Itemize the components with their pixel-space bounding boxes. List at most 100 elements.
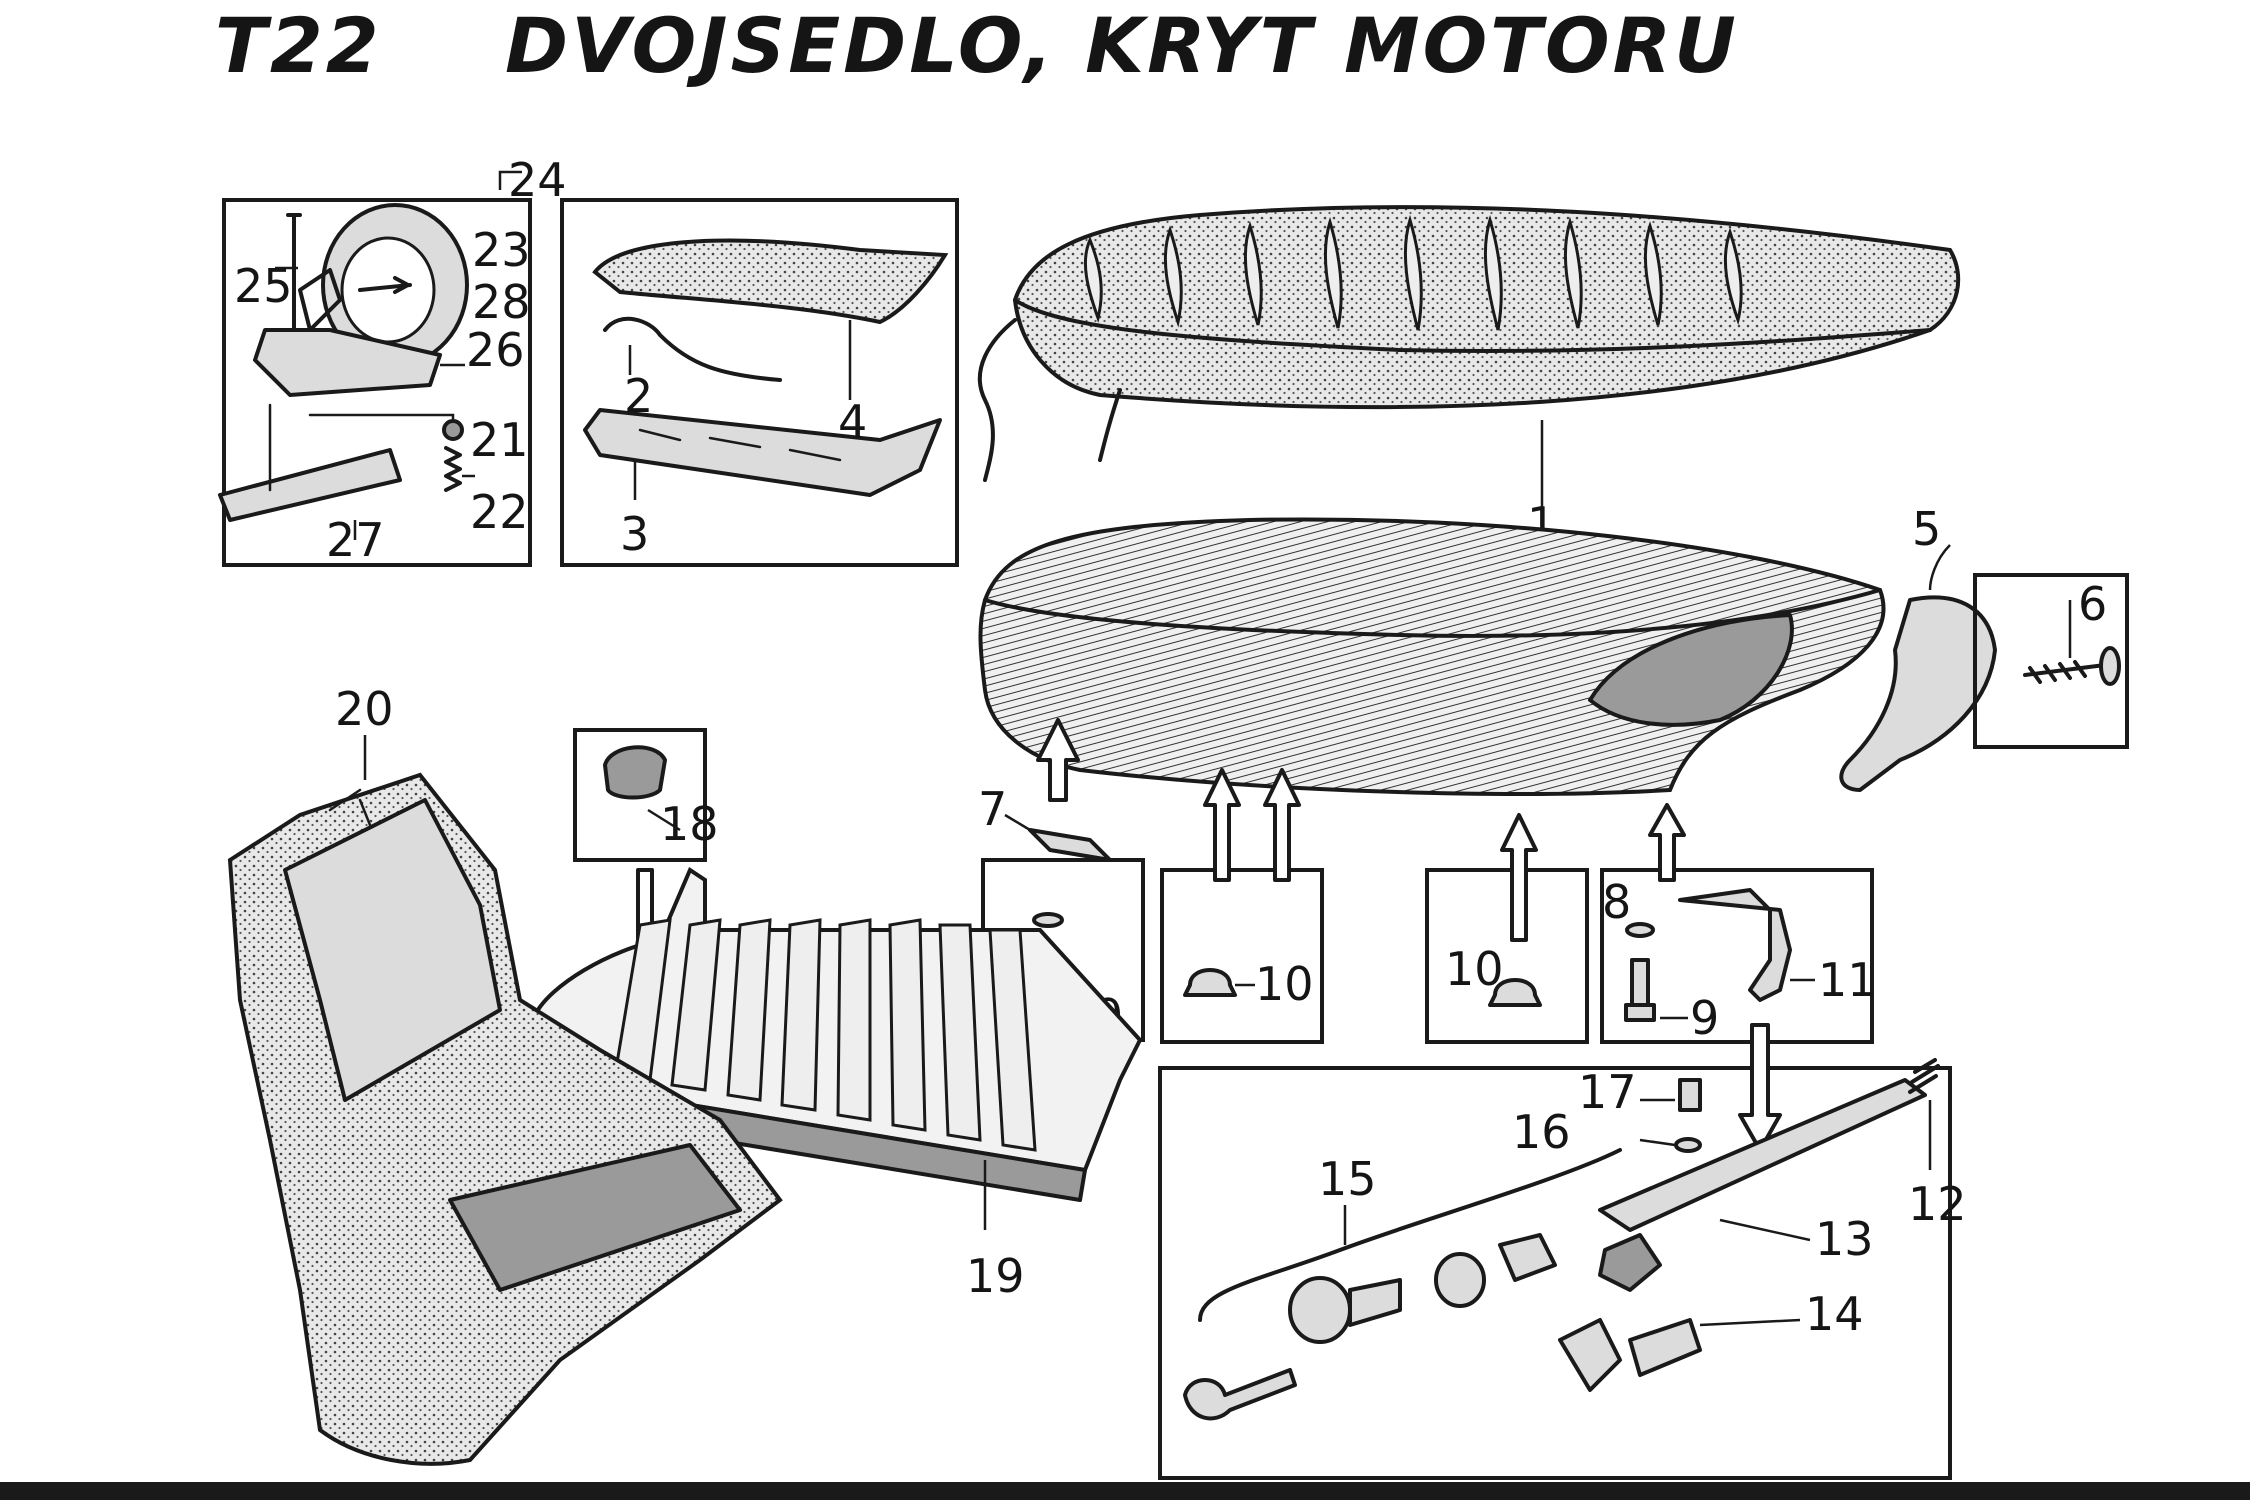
inset-frame-lock-assembly <box>1158 1066 1952 1480</box>
callout-15: 15 <box>1318 1152 1377 1206</box>
callout-13: 13 <box>1815 1212 1874 1266</box>
inset-frame-rubber-10a <box>1160 868 1324 1044</box>
arrow-up-4 <box>1500 813 1538 942</box>
arrow-down-3 <box>1738 1023 1782 1152</box>
callout-14: 14 <box>1805 1287 1864 1341</box>
leader-5 <box>1928 544 1951 591</box>
side-panel-shelf <box>448 1143 742 1292</box>
seat-foam-part <box>592 238 949 325</box>
inset-frame-base <box>560 198 959 567</box>
leader-24 <box>498 170 522 190</box>
callout-2: 2 <box>624 369 653 423</box>
bracket-part-7 <box>1028 828 1112 862</box>
callout-28: 28 <box>472 275 531 329</box>
leader-14 <box>1699 1318 1801 1327</box>
lock-base-part <box>253 328 442 397</box>
arrow-up-1 <box>1036 718 1080 802</box>
leader-13 <box>1719 1218 1811 1242</box>
leader-16 <box>1639 1138 1676 1147</box>
washer-part-8b <box>1625 922 1655 938</box>
callout-20: 20 <box>335 682 394 736</box>
lock-barrel-body <box>1348 1278 1402 1327</box>
callout-3: 3 <box>620 507 649 561</box>
callout-4: 4 <box>838 395 867 449</box>
lock-ball-part <box>442 419 464 441</box>
seat-wire-part <box>603 316 782 382</box>
inset-frame-bracket-11 <box>1600 868 1874 1044</box>
rubber-buffer-part-10b <box>1488 978 1542 1007</box>
latch-block-part <box>1598 1233 1662 1292</box>
lock-link-line <box>308 413 455 422</box>
leader-18 <box>647 808 681 832</box>
inset-lock-assembly: 12 13 14 15 16 17 <box>1158 1023 1967 1480</box>
inset-seat-lock: 24 23 25 28 26 21 22 27 <box>218 153 567 567</box>
cam-plate-part <box>1628 1318 1702 1377</box>
inset-frame-rubber-10b <box>1425 868 1589 1044</box>
callout-10b: 10 <box>1445 942 1504 996</box>
spring-part <box>1908 1058 1940 1094</box>
seat-pan-assembly: 5 6 <box>978 502 2129 796</box>
knob-part <box>603 745 667 800</box>
inset-bracket-11: 8 9 11 <box>1600 803 1877 1045</box>
cable-part <box>1198 1148 1622 1322</box>
callout-12: 12 <box>1908 1177 1967 1231</box>
inset-frame-screw <box>1973 573 2129 749</box>
bracket-part-11 <box>1678 888 1792 1002</box>
callout-6: 6 <box>2078 577 2107 631</box>
side-panel-window <box>283 798 502 1102</box>
washer-part-8 <box>1032 912 1064 928</box>
lock-plate-part <box>218 448 402 522</box>
inset-rubber-10b: 10 <box>1425 813 1589 1044</box>
inset-frame-lock <box>222 198 532 567</box>
page-title: DVOJSEDLO, KRYT MOTORU <box>505 1 1739 90</box>
callout-24: 24 <box>508 153 567 207</box>
ring-part <box>1434 1252 1486 1308</box>
screw-part-17 <box>1678 1078 1702 1112</box>
arrow-up-3 <box>1263 768 1301 882</box>
seat-cover-strap-2 <box>1098 388 1122 462</box>
callout-16: 16 <box>1512 1105 1571 1159</box>
screw-head-part <box>2099 646 2121 686</box>
seat-base-plate-holes <box>638 428 842 462</box>
callout-26: 26 <box>466 323 525 377</box>
lock-pin-part <box>286 213 302 332</box>
callout-5: 5 <box>1912 502 1941 556</box>
callout-23: 23 <box>472 223 531 277</box>
callout-10a: 10 <box>1255 957 1314 1011</box>
leader-7 <box>1004 813 1031 832</box>
washer-part-16 <box>1674 1137 1702 1153</box>
callout-22: 22 <box>470 485 529 539</box>
seat-base-plate-part <box>583 408 942 497</box>
bolt-head-part-9b <box>1624 1003 1656 1022</box>
nut-part <box>1498 1233 1557 1282</box>
seat-pan-shadow <box>1588 613 1794 727</box>
callout-21: 21 <box>470 413 529 467</box>
side-panel-assembly: 20 <box>227 682 783 1466</box>
inset-rubber-10a: 10 <box>1160 768 1324 1044</box>
lock-arrow-mark <box>358 276 412 294</box>
lock-barrel-part <box>1288 1276 1352 1344</box>
callout-27: 27 <box>326 513 385 567</box>
seat-cover-strap <box>977 318 1017 482</box>
screw-thread <box>2023 660 2107 684</box>
cam-part <box>1558 1318 1622 1392</box>
callout-11: 11 <box>1818 953 1877 1007</box>
engine-cover-assembly: 19 <box>532 867 1143 1303</box>
bolt-part-9b <box>1630 958 1650 1007</box>
lock-lever-part <box>298 268 342 332</box>
grab-handle-part <box>1839 595 1997 792</box>
seat-cover-assembly: 1 <box>977 205 1961 551</box>
inset-frame-knob <box>573 728 707 862</box>
page-bottom-edge <box>0 1482 2250 1500</box>
lock-ring-inner <box>340 236 436 344</box>
callout-9b: 9 <box>1690 991 1719 1045</box>
callout-8b: 8 <box>1602 875 1631 929</box>
callout-18: 18 <box>660 797 719 851</box>
page-header: T22 DVOJSEDLO, KRYT MOTORU <box>215 1 1739 90</box>
arrow-up-5 <box>1648 803 1686 882</box>
seat-cover-piping <box>1013 298 1932 353</box>
callout-7: 7 <box>978 782 1007 836</box>
lock-spring-part <box>444 446 462 492</box>
latch-bar-part <box>1598 1078 1927 1232</box>
